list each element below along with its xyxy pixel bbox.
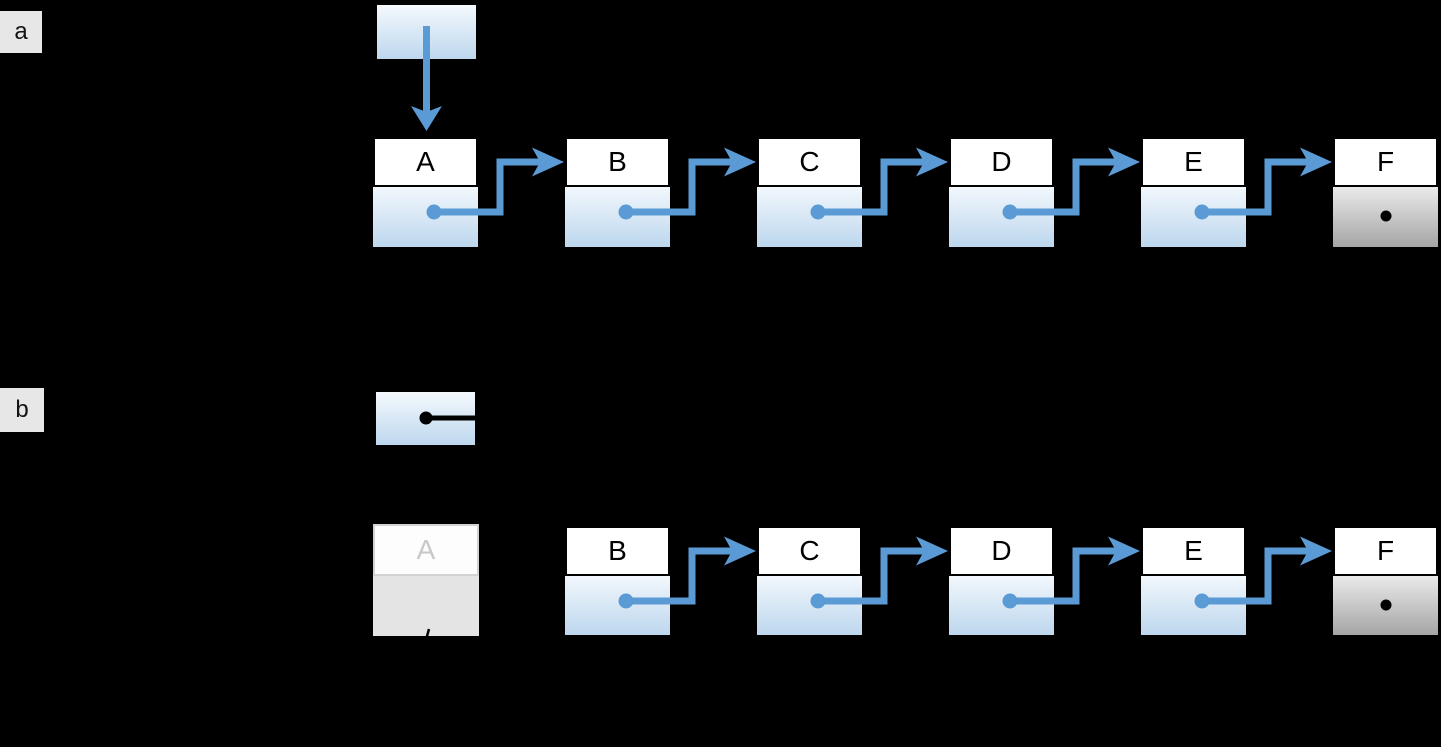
arrowhead-e-f [1300, 147, 1332, 177]
head-pointer-box-b [374, 390, 477, 447]
node-e-pointer-box [1141, 187, 1246, 247]
arrowhead-a-b [532, 147, 564, 177]
node-d-key-box: D [949, 137, 1054, 187]
removed-node-a-key-box: A [373, 524, 479, 576]
node-d2-pointer-box [949, 576, 1054, 635]
node-f-key-box: F [1333, 137, 1438, 187]
head-pointer-box-a [375, 3, 478, 61]
node-b-key-box: B [565, 137, 670, 187]
node-e: E [1141, 137, 1246, 247]
node-c2-pointer-box [757, 576, 862, 635]
node-a: A [373, 137, 478, 247]
node-b2: B [565, 526, 670, 635]
head-arrowhead [411, 106, 442, 131]
arrowhead-d-e [1108, 147, 1140, 177]
panel-a-label-text: a [14, 18, 28, 45]
panel-a-label: a [0, 11, 42, 53]
node-a-pointer-box [373, 187, 478, 247]
node-e-key-box: E [1141, 137, 1246, 187]
node-f2-key-box: F [1333, 526, 1438, 576]
node-e2-key-box: E [1141, 526, 1246, 576]
node-b: B [565, 137, 670, 247]
node-e2: E [1141, 526, 1246, 635]
node-c-key-box: C [757, 137, 862, 187]
node-d: D [949, 137, 1054, 247]
node-c: C [757, 137, 862, 247]
node-d2-key-box: D [949, 526, 1054, 576]
arrowhead-c2-d2 [916, 536, 948, 566]
removed-node-a: A [373, 524, 479, 636]
arrowhead-d2-e2 [1108, 536, 1140, 566]
node-a-key-box: A [373, 137, 478, 187]
node-f2: F [1333, 526, 1438, 635]
node-b2-key-box: B [565, 526, 670, 576]
arrowhead-b-c [724, 147, 756, 177]
node-f2-null-pointer-box [1333, 576, 1438, 635]
node-c-pointer-box [757, 187, 862, 247]
node-e2-pointer-box [1141, 576, 1246, 635]
arrowhead-b2-c2 [724, 536, 756, 566]
node-d-pointer-box [949, 187, 1054, 247]
node-b-pointer-box [565, 187, 670, 247]
node-f: F [1333, 137, 1438, 247]
arrowhead-c-d [916, 147, 948, 177]
panel-b-label: b [0, 388, 44, 432]
removed-node-a-pointer-box [373, 576, 479, 636]
node-c2: C [757, 526, 862, 635]
node-f-null-pointer-box [1333, 187, 1438, 247]
arrowhead-e2-f2 [1300, 536, 1332, 566]
panel-b-label-text: b [15, 396, 29, 423]
node-b2-pointer-box [565, 576, 670, 635]
node-c2-key-box: C [757, 526, 862, 576]
node-d2: D [949, 526, 1054, 635]
